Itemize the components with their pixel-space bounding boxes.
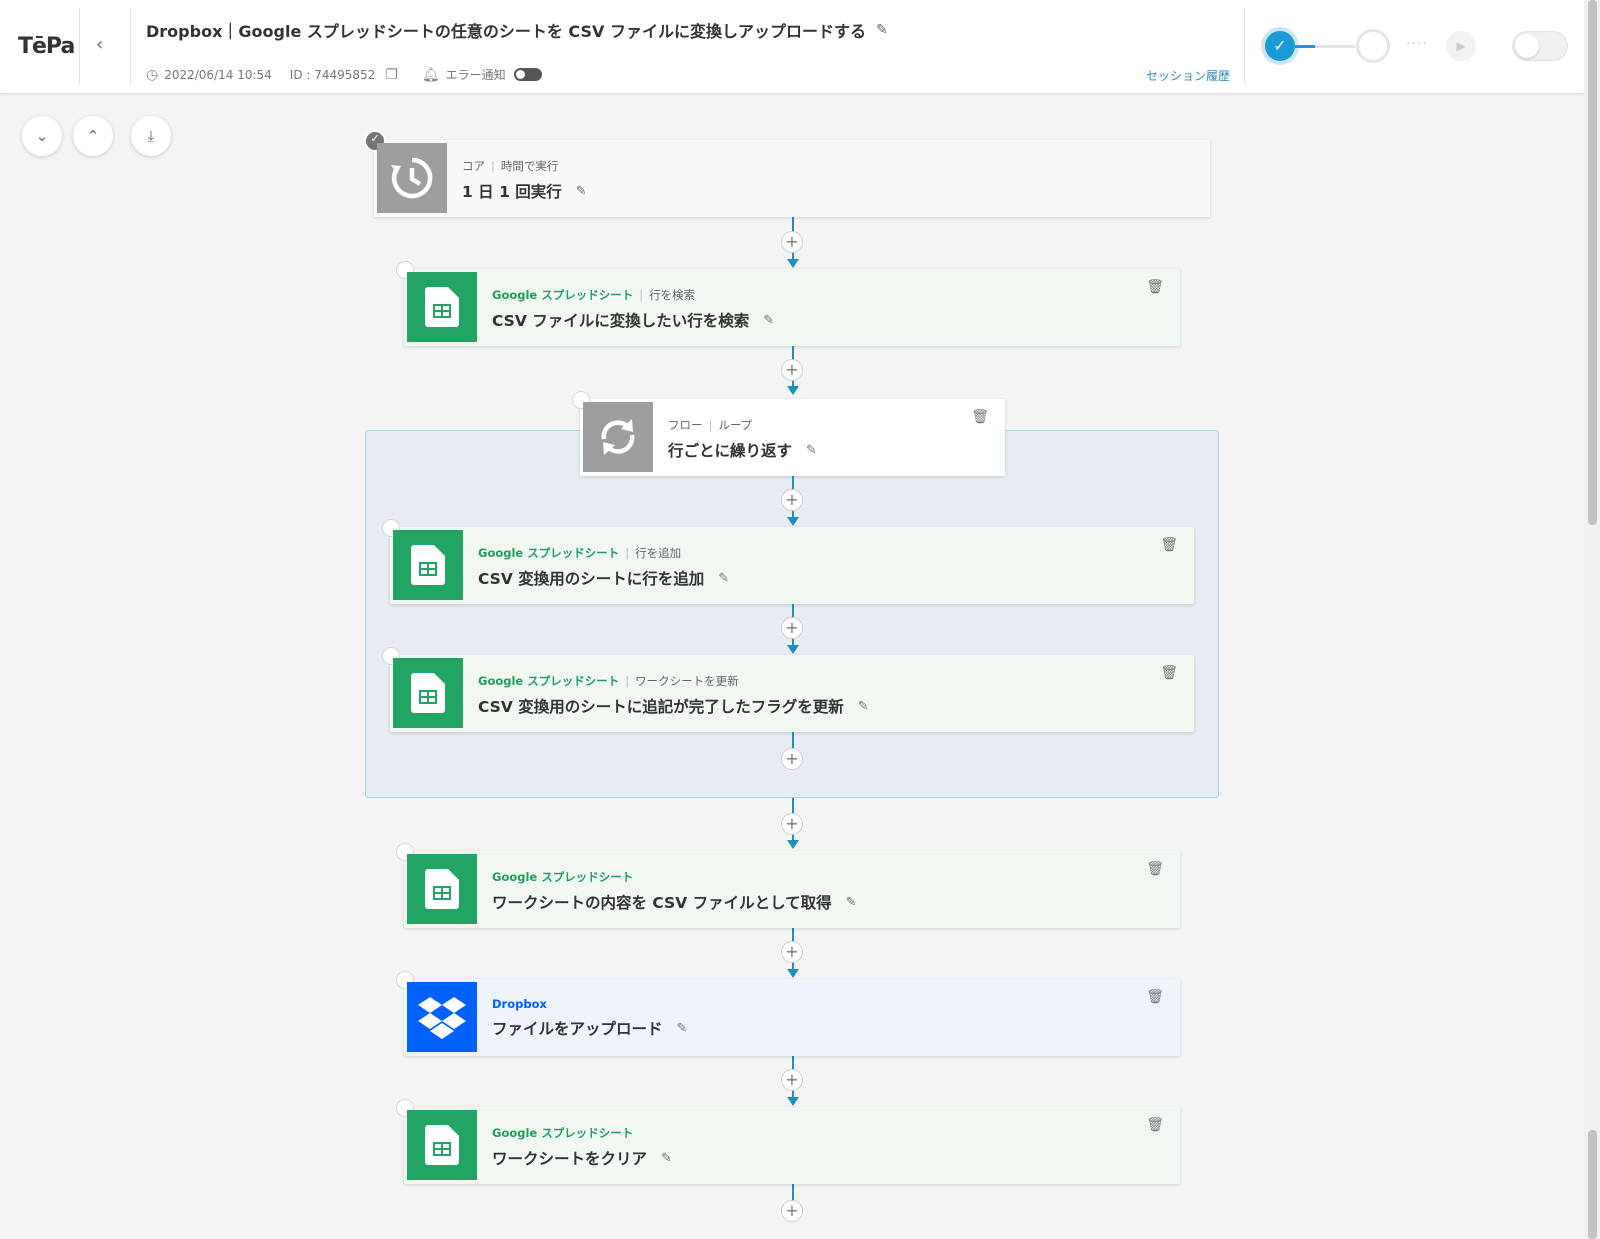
pencil-icon[interactable]: ✎ [718, 570, 730, 586]
trash-icon[interactable]: 🗑︎ [971, 409, 989, 425]
error-notice-toggle[interactable] [513, 68, 542, 81]
step-node[interactable]: Google スプレッドシート|行を検索 CSV ファイルに変換したい行を検索✎… [396, 261, 1180, 346]
flow-title[interactable]: Dropbox｜Google スプレッドシートの任意のシートを CSV ファイル… [146, 22, 866, 41]
node-action: 時間で実行 [500, 159, 559, 173]
pencil-icon[interactable]: ✎ [875, 22, 888, 38]
node-name: CSV 変換用のシートに行を追加 [478, 570, 705, 588]
pencil-icon[interactable]: ✎ [676, 1020, 688, 1036]
node-app: Google スプレッドシート [478, 674, 620, 688]
add-step-button[interactable]: + [781, 489, 803, 511]
trigger-node[interactable]: ✓ コア|時間で実行 1 日 1 回実行✎ [364, 130, 1210, 217]
add-step-button[interactable]: + [781, 359, 803, 381]
add-step-button[interactable]: + [781, 748, 803, 770]
add-step-button[interactable]: + [781, 1200, 803, 1222]
play-icon[interactable]: ▶ [1446, 31, 1476, 61]
bell-icon: 🔔︎ [421, 66, 440, 83]
step-node[interactable]: Google スプレッドシート|ワークシートを更新 CSV 変換用のシートに追記… [382, 647, 1194, 732]
pencil-icon[interactable]: ✎ [575, 183, 587, 199]
copy-icon[interactable]: ❐ [385, 66, 398, 83]
updated-date: 2022/06/14 10:54 [164, 67, 272, 82]
flow-active-toggle[interactable] [1512, 31, 1568, 61]
trash-icon[interactable]: 🗑︎ [1146, 1117, 1164, 1133]
node-action: 行を検索 [649, 288, 696, 302]
google-sheets-icon [407, 1110, 477, 1180]
loop-node[interactable]: フロー|ループ 行ごとに繰り返す✎ 🗑︎ [572, 391, 1005, 476]
node-app: Google スプレッドシート [492, 288, 634, 302]
node-name: CSV ファイルに変換したい行を検索 [492, 312, 750, 330]
scrollbar[interactable] [1584, 0, 1600, 1239]
node-action: ループ [718, 418, 753, 432]
node-app: Google スプレッドシート [492, 870, 634, 884]
divider [130, 8, 131, 84]
node-name: CSV 変換用のシートに追記が完了したフラグを更新 [478, 698, 844, 716]
flow-title-row: Dropbox｜Google スプレッドシートの任意のシートを CSV ファイル… [146, 18, 888, 42]
step-node[interactable]: Google スプレッドシート ワークシートの内容を CSV ファイルとして取得… [396, 843, 1180, 928]
expand-all-button[interactable]: ⌃ [73, 116, 113, 156]
download-button[interactable]: ⤓ [131, 116, 171, 156]
google-sheets-icon [393, 530, 463, 600]
google-sheets-icon [407, 854, 477, 924]
error-notice-label: エラー通知 [445, 68, 506, 82]
check-icon: ✓ [1265, 31, 1295, 61]
flow-id: ID : 74495852 [289, 67, 376, 82]
step-node[interactable]: Google スプレッドシート ワークシートをクリア ✎ 🗑︎ [396, 1099, 1180, 1184]
step-node[interactable]: Google スプレッドシート|行を追加 CSV 変換用のシートに行を追加✎ 🗑… [382, 519, 1194, 604]
download-icon: ⤓ [147, 127, 155, 145]
add-step-button[interactable]: + [781, 1069, 803, 1091]
pencil-icon[interactable]: ✎ [763, 312, 775, 328]
clock-icon: ◷ [146, 66, 159, 83]
node-app: Google スプレッドシート [478, 546, 620, 560]
google-sheets-icon [393, 658, 463, 728]
dropbox-icon [407, 982, 477, 1052]
google-sheets-icon [407, 272, 477, 342]
node-name: ワークシートをクリア [492, 1150, 648, 1168]
app-logo: TēPa [18, 34, 75, 59]
step-node[interactable]: Dropbox ファイルをアップロード ✎ 🗑︎ [396, 971, 1180, 1056]
trash-icon[interactable]: 🗑︎ [1160, 537, 1178, 553]
pencil-icon[interactable]: ✎ [845, 894, 857, 910]
node-action: ワークシートを更新 [635, 674, 739, 688]
session-history-link[interactable]: セッション履歴 [1146, 69, 1231, 83]
node-action: 行を追加 [635, 546, 682, 560]
scroll-thumb[interactable] [1588, 0, 1597, 525]
trash-icon[interactable]: 🗑︎ [1160, 665, 1178, 681]
pencil-icon[interactable]: ✎ [661, 1150, 672, 1166]
node-name: 行ごとに繰り返す [668, 442, 793, 460]
clock-icon [377, 143, 447, 213]
node-name: 1 日 1 回実行 [462, 183, 562, 201]
scroll-thumb[interactable] [1588, 1130, 1597, 1239]
trash-icon[interactable]: 🗑︎ [1146, 989, 1164, 1005]
divider [79, 8, 80, 84]
status-step-circle [1356, 29, 1390, 63]
divider [1244, 8, 1245, 84]
back-button[interactable]: ‹ [96, 34, 104, 55]
add-step-button[interactable]: + [781, 617, 803, 639]
collapse-all-button[interactable]: ⌄ [22, 116, 62, 156]
node-name: ファイルをアップロード [492, 1020, 663, 1038]
loop-icon [583, 402, 653, 472]
add-step-button[interactable]: + [781, 941, 803, 963]
node-app: Google スプレッドシート [492, 1126, 634, 1140]
expand-icon: ⌃ [86, 127, 100, 145]
trash-icon[interactable]: 🗑︎ [1146, 279, 1164, 295]
trash-icon[interactable]: 🗑︎ [1146, 861, 1164, 877]
header-bar: TēPa ‹ Dropbox｜Google スプレッドシートの任意のシートを C… [0, 0, 1584, 94]
node-app: コア [462, 159, 485, 173]
collapse-icon: ⌄ [35, 127, 49, 145]
meta-row: ◷ 2022/06/14 10:54 ID : 74495852 ❐ 🔔︎ エラ… [146, 66, 542, 83]
pencil-icon[interactable]: ✎ [806, 442, 817, 458]
node-app: Dropbox [492, 997, 547, 1011]
node-name: ワークシートの内容を CSV ファイルとして取得 [492, 894, 832, 912]
pencil-icon[interactable]: ✎ [857, 698, 869, 714]
flow-status-stepper: ✓ ···· ▶ [1246, 26, 1546, 66]
node-app: フロー [668, 418, 703, 432]
add-step-button[interactable]: + [781, 231, 803, 253]
status-dots: ···· [1406, 36, 1428, 52]
add-step-button[interactable]: + [781, 813, 803, 835]
